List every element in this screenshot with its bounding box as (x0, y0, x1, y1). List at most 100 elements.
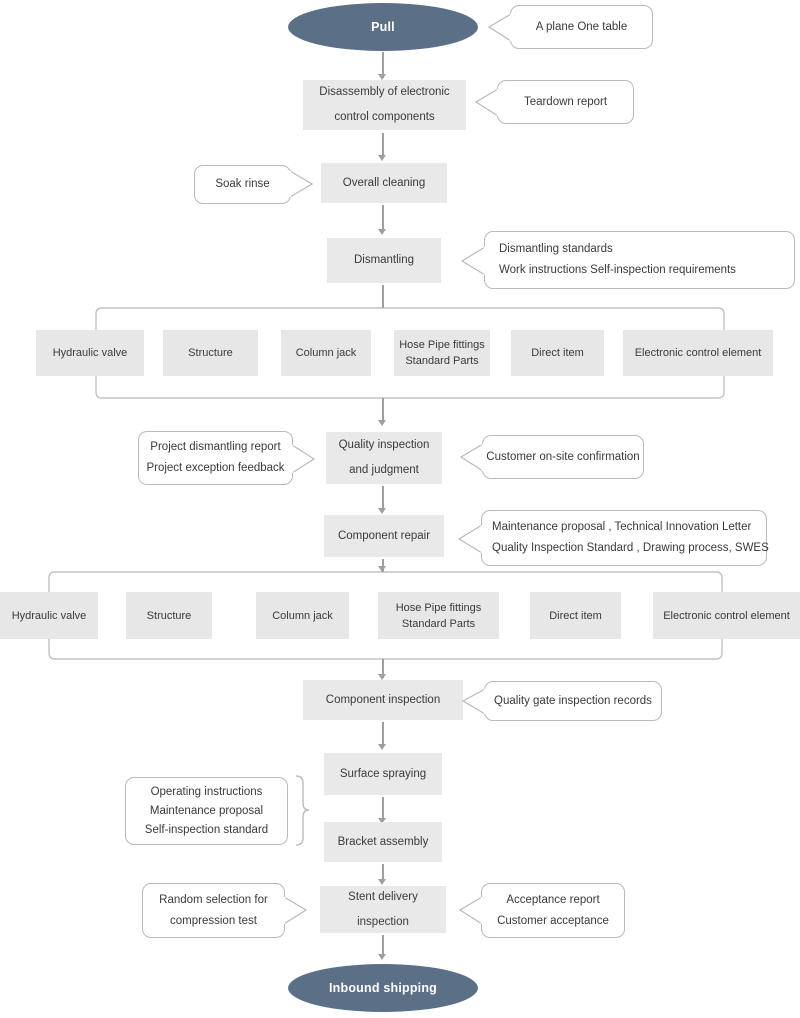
category-row2-item-2[interactable]: Column jack (256, 592, 349, 639)
node-disassembly-line2: control components (334, 111, 435, 123)
node-start[interactable]: Pull (288, 3, 478, 51)
arrow-cleaning-to-dismantling (382, 205, 384, 230)
arrow-dismantling-to-row1 (382, 285, 384, 308)
callout-tail-acceptance (458, 896, 484, 925)
category-label: Structure (146, 609, 192, 622)
callout-a-plane-one-table[interactable]: A plane One table (510, 5, 653, 49)
callout-line: Quality gate inspection records (494, 694, 652, 707)
category-row2-item-1[interactable]: Structure (126, 592, 212, 639)
arrow-start-to-disassembly (382, 52, 384, 78)
callout-line-1: Project dismantling report (150, 441, 281, 453)
curly-brace-assembly (295, 775, 310, 846)
arrowhead-9 (378, 818, 386, 824)
callout-tail-project-reports (290, 444, 316, 474)
callout-line-2: compression test (170, 914, 257, 927)
node-overall-cleaning-label: Overall cleaning (342, 176, 426, 189)
callout-acceptance[interactable]: Acceptance report Customer acceptance (481, 883, 625, 938)
node-stent-delivery[interactable]: Stent delivery inspection (320, 886, 446, 933)
callout-project-reports[interactable]: Project dismantling report Project excep… (138, 431, 293, 485)
arrow-row1-to-quality (382, 398, 384, 422)
category-row1-item-1[interactable]: Structure (163, 330, 258, 376)
category-label: Electronic control element (663, 609, 790, 622)
callout-tail-soak-rinse (288, 170, 314, 198)
category-label: Column jack (295, 347, 357, 359)
category-label-line2: Standard Parts (405, 355, 479, 367)
callout-operating-instructions[interactable]: Operating instructions Maintenance propo… (125, 777, 288, 845)
node-bracket-assembly-label: Bracket assembly (337, 835, 429, 848)
category-label: Hydraulic valve (52, 347, 128, 359)
node-stent-delivery-line2: inspection (357, 915, 409, 928)
callout-customer-onsite[interactable]: Customer on-site confirmation (482, 435, 644, 479)
node-dismantling[interactable]: Dismantling (327, 238, 441, 283)
node-component-inspection[interactable]: Component inspection (303, 680, 463, 720)
node-component-inspection-label: Component inspection (325, 693, 441, 706)
callout-line-2: Maintenance proposal (149, 804, 264, 817)
category-label: Direct item (531, 347, 584, 359)
arrow-inspection-to-spraying (382, 722, 384, 746)
callout-repair-standards[interactable]: Maintenance proposal , Technical Innovat… (481, 510, 769, 566)
arrowhead-3 (378, 229, 386, 235)
category-row1-item-4[interactable]: Direct item (511, 330, 604, 376)
callout-teardown-report[interactable]: Teardown report (497, 80, 634, 124)
category-label: Direct item (549, 609, 602, 622)
category-label: Electronic control element (634, 347, 762, 359)
node-disassembly-line1: Disassembly of electronic (319, 86, 450, 98)
node-disassembly[interactable]: Disassembly of electronic control compon… (303, 80, 466, 130)
arrow-stent-to-end (382, 935, 384, 957)
callout-soak-rinse[interactable]: Soak rinse (194, 165, 291, 204)
callout-line-1: Acceptance report (506, 893, 600, 906)
arrowhead-8 (378, 744, 386, 750)
arrowhead-2 (378, 155, 386, 161)
category-row1-item-0[interactable]: Hydraulic valve (36, 330, 144, 376)
category-row1-item-3[interactable]: Hose Pipe fittings Standard Parts (394, 330, 490, 376)
category-row2-item-0[interactable]: Hydraulic valve (0, 592, 98, 639)
node-quality-inspection[interactable]: Quality inspection and judgment (326, 432, 442, 484)
bracket-row1-bottom (95, 376, 725, 399)
category-label-line1: Hose Pipe fittings (395, 601, 482, 614)
callout-tail-dismantling-standards (460, 246, 487, 276)
arrowhead-4 (378, 420, 386, 426)
arrow-repair-to-row2 (382, 559, 384, 572)
category-row2-item-4[interactable]: Direct item (530, 592, 621, 639)
node-quality-inspection-line1: Quality inspection (338, 439, 430, 451)
arrowhead-10 (378, 879, 386, 885)
category-row1-item-5[interactable]: Electronic control element (623, 330, 773, 376)
callout-tail-random-selection (282, 896, 308, 925)
category-row2-item-3[interactable]: Hose Pipe fittings Standard Parts (378, 592, 499, 639)
callout-tail-quality-gate (461, 688, 487, 715)
category-label-line2: Standard Parts (401, 617, 476, 630)
node-surface-spraying-label: Surface spraying (339, 767, 427, 780)
bracket-row1-top (95, 307, 725, 330)
node-component-repair[interactable]: Component repair (324, 515, 444, 557)
category-row2-item-5[interactable]: Electronic control element (653, 592, 800, 639)
callout-line-1: Dismantling standards (499, 243, 613, 255)
node-overall-cleaning[interactable]: Overall cleaning (321, 163, 447, 203)
callout-line-2: Work instructions Self-inspection requir… (499, 264, 736, 276)
node-bracket-assembly[interactable]: Bracket assembly (324, 822, 442, 862)
node-end[interactable]: Inbound shipping (288, 964, 478, 1012)
callout-random-selection[interactable]: Random selection for compression test (142, 883, 285, 938)
arrow-row2-to-inspection (382, 659, 384, 678)
category-row1-item-2[interactable]: Column jack (281, 330, 371, 376)
callout-line: Customer on-site confirmation (486, 450, 640, 463)
category-label: Column jack (272, 609, 333, 622)
node-stent-delivery-line1: Stent delivery (348, 890, 418, 903)
arrowhead-11 (378, 954, 386, 960)
callout-line-2: Project exception feedback (146, 462, 285, 474)
callout-dismantling-standards[interactable]: Dismantling standards Work instructions … (484, 231, 795, 289)
arrowhead-6 (378, 566, 386, 572)
node-quality-inspection-line2: and judgment (349, 464, 419, 476)
callout-line-2: Customer acceptance (497, 914, 609, 927)
callout-tail-repair-standards (457, 524, 484, 554)
category-label: Hydraulic valve (11, 609, 87, 622)
node-dismantling-label: Dismantling (353, 254, 415, 266)
node-surface-spraying[interactable]: Surface spraying (324, 753, 442, 795)
callout-quality-gate[interactable]: Quality gate inspection records (484, 681, 662, 721)
callout-line-1: Maintenance proposal , Technical Innovat… (492, 521, 752, 533)
callout-line-1: Random selection for (159, 893, 268, 906)
callout-tail-a-plane-one-table (487, 13, 513, 42)
callout-tail-customer-onsite (459, 443, 485, 472)
callout-line: Teardown report (523, 95, 608, 108)
